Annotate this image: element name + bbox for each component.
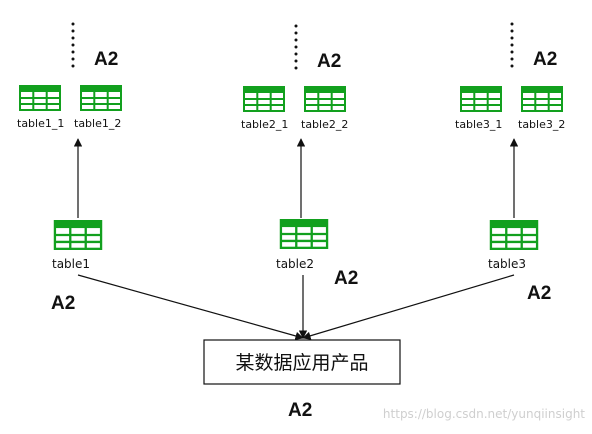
table-grid-icon — [80, 85, 122, 111]
column-3: A2 table3_1 table3_2 table3 — [455, 22, 565, 271]
a2-label: A2 — [94, 49, 118, 70]
product-box — [203, 339, 401, 385]
arrow-to-product — [302, 274, 515, 340]
table-label: table2 — [276, 257, 314, 271]
table-label: table1 — [52, 257, 90, 271]
watermark-text: https://blog.csdn.net/yunqiinsight — [383, 407, 585, 421]
table-label: table3 — [488, 257, 526, 271]
vertical-dots-icon — [510, 22, 514, 68]
table-label: table3_1 — [455, 118, 502, 131]
a2-label: A2 — [527, 283, 551, 304]
table-grid-icon — [53, 220, 103, 250]
table-label: table2_1 — [241, 118, 288, 131]
table-label: table1_2 — [74, 117, 121, 130]
a2-label: A2 — [533, 49, 557, 70]
table-grid-icon — [243, 86, 285, 112]
table-grid-icon — [489, 220, 539, 250]
table-label: table1_1 — [17, 117, 64, 130]
table-label: table2_2 — [301, 118, 348, 131]
table-grid-icon — [521, 86, 563, 112]
product-label: 某数据应用产品 — [235, 352, 368, 374]
column-1: A2 table1_1 table1_2 table1 — [17, 22, 122, 271]
column-2: A2 table2_1 table2_2 table2 — [241, 24, 348, 271]
table-grid-icon — [304, 86, 346, 112]
a2-label: A2 — [51, 293, 75, 314]
table-grid-icon — [460, 86, 502, 112]
table-label: table3_2 — [518, 118, 565, 131]
vertical-dots-icon — [294, 24, 298, 70]
a2-label: A2 — [334, 268, 358, 289]
vertical-dots-icon — [71, 22, 75, 68]
table-grid-icon — [19, 85, 61, 111]
table-grid-icon — [279, 219, 329, 249]
arrow-to-product — [77, 274, 304, 341]
a2-label: A2 — [288, 400, 312, 421]
a2-label: A2 — [317, 51, 341, 72]
